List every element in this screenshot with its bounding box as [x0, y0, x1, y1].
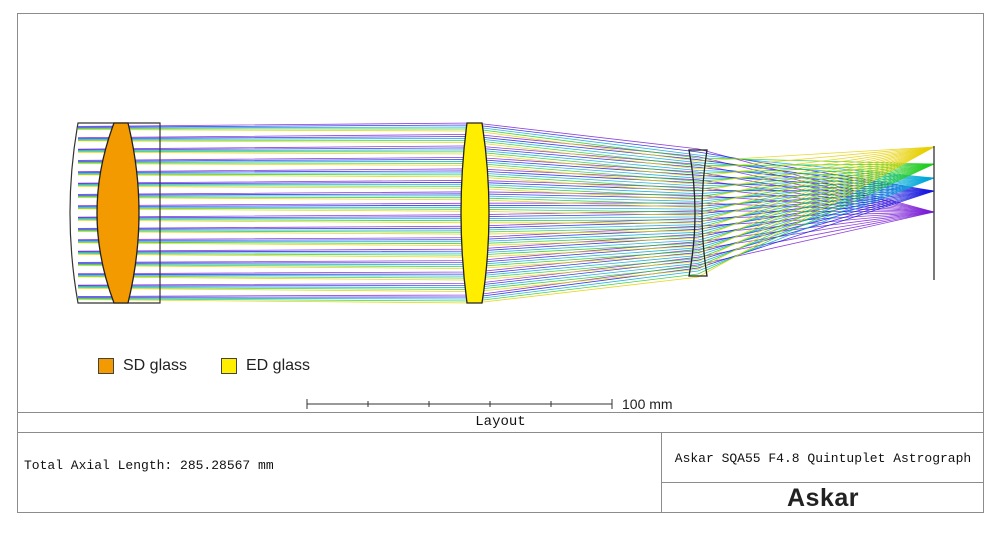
ray-line	[77, 177, 935, 243]
ray-line	[77, 177, 935, 231]
ray-line	[77, 146, 935, 178]
ray-line	[77, 146, 935, 224]
ray-line	[77, 172, 935, 187]
ray-line	[77, 190, 935, 287]
ray-line	[77, 163, 935, 213]
ray-line	[77, 190, 935, 275]
ray-line	[77, 190, 935, 199]
layout-title: Layout	[17, 412, 984, 433]
ray-line	[77, 190, 935, 219]
ray-line	[77, 163, 935, 205]
ray-line	[77, 190, 935, 230]
ray-line	[77, 163, 935, 222]
ray-line	[77, 211, 935, 297]
sd-glass-lens	[96, 122, 140, 304]
ray-line	[77, 140, 935, 170]
legend-label: SD glass	[123, 357, 188, 374]
ray-line	[77, 162, 935, 182]
ray-line	[77, 146, 935, 293]
ray-line	[77, 163, 935, 233]
ed-glass-swatch	[221, 358, 237, 374]
ray-line	[77, 146, 935, 247]
drawing-frame	[17, 13, 984, 513]
total-axial-length: Total Axial Length: 285.28567 mm	[24, 458, 274, 473]
title-block-divider	[661, 482, 984, 483]
ray-line	[77, 146, 935, 281]
ray-line	[78, 177, 935, 220]
ray-line	[77, 163, 935, 198]
title-block-divider	[661, 433, 662, 513]
ray-line	[77, 136, 935, 192]
ray-line	[77, 138, 935, 179]
ray-line	[77, 163, 935, 279]
ray-line	[77, 190, 935, 264]
ray-line	[77, 177, 935, 254]
ray-line	[77, 163, 935, 245]
ray-line	[77, 190, 935, 241]
ray-bundles	[77, 122, 935, 304]
ray-line	[77, 177, 935, 277]
ray-line	[77, 190, 935, 207]
ray-line	[78, 177, 935, 210]
ray-line	[77, 177, 935, 195]
ray-line	[77, 211, 935, 252]
ray-line	[77, 146, 935, 185]
ray-line	[77, 163, 935, 302]
ed-glass-lens	[460, 122, 490, 304]
ray-line	[77, 146, 935, 304]
rear-corrector-lens	[688, 149, 708, 277]
ray-line	[77, 146, 935, 216]
ray-line	[77, 163, 935, 256]
brand-logo: Askar	[787, 484, 859, 512]
ray-line	[77, 151, 935, 174]
ray-line	[77, 163, 935, 190]
ray-line	[77, 160, 935, 179]
ray-line	[77, 126, 935, 179]
ray-line	[77, 177, 935, 202]
ray-line	[77, 190, 935, 253]
scale-bar	[306, 399, 613, 409]
ray-line	[77, 146, 935, 208]
scale-bar-label: 100 mm	[622, 396, 673, 412]
ray-line	[77, 211, 935, 275]
front-meniscus-lens	[69, 122, 161, 304]
ray-line	[77, 124, 935, 192]
ray-line	[77, 147, 935, 192]
ray-line	[77, 177, 935, 288]
ray-line	[77, 177, 935, 266]
ray-line	[77, 163, 935, 290]
ray-line	[77, 139, 935, 167]
ray-line	[77, 163, 935, 268]
ray-line	[77, 181, 935, 192]
ray-line	[77, 177, 935, 300]
ray-line	[77, 129, 935, 162]
ray-line	[77, 158, 935, 192]
legend-label: ED glass	[246, 357, 311, 374]
ray-line	[77, 128, 935, 165]
ray-line	[77, 149, 935, 179]
ray-line	[77, 146, 935, 193]
ray-line	[77, 170, 935, 192]
ray-line	[77, 146, 935, 201]
ray-line	[77, 211, 935, 286]
ray-line	[77, 146, 935, 235]
ray-line	[77, 211, 935, 263]
legend-item-sd: SD glass	[98, 357, 187, 375]
sd-glass-swatch	[98, 358, 114, 374]
ray-line	[77, 146, 935, 258]
ray-line	[77, 190, 935, 298]
system-name: Askar SQA55 F4.8 Quintuplet Astrograph	[674, 451, 972, 466]
legend-item-ed: ED glass	[221, 357, 310, 375]
ray-line	[77, 146, 935, 270]
